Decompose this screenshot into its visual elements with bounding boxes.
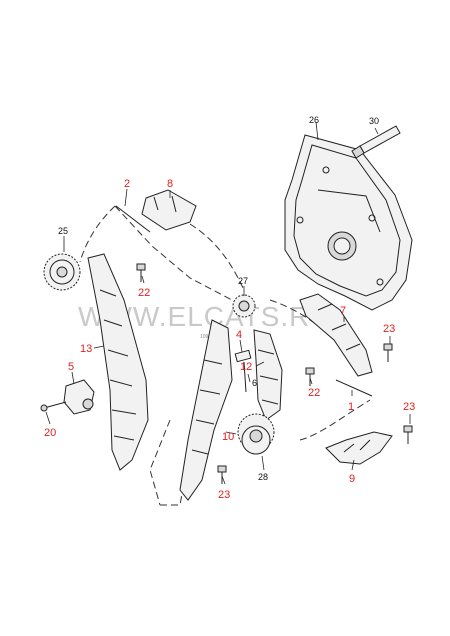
center-guide-rail — [179, 319, 233, 501]
chain-guide-block — [141, 189, 197, 231]
callout-12: 12 — [240, 361, 252, 373]
callout-10: 10 — [222, 431, 234, 443]
leader-lines — [45, 121, 411, 485]
callout-30: 30 — [369, 116, 379, 126]
callout-5: 5 — [68, 361, 74, 373]
upper-chain-segment — [115, 205, 151, 233]
tensioner-bolt — [40, 401, 67, 412]
bolt-lower-center — [217, 465, 227, 484]
callout-23-right-upper: 23 — [383, 323, 395, 335]
callout-23-right-lower: 23 — [403, 401, 415, 413]
callout-28: 28 — [258, 472, 268, 482]
crankshaft-sprocket — [237, 413, 275, 455]
bolt-center-right — [305, 367, 315, 386]
callout-2: 2 — [124, 178, 130, 190]
callout-25: 25 — [58, 226, 68, 236]
upper-right-guide-rail — [299, 293, 373, 377]
sealant-tube — [351, 125, 401, 159]
callout-labels: 2 8 25 22 13 5 20 27 4 6 12 10 28 23 22 … — [44, 115, 415, 501]
intermediate-sprocket — [232, 294, 256, 318]
callout-1: 1 — [348, 401, 354, 413]
camshaft-sprocket — [43, 253, 81, 291]
callout-23-lower: 23 — [218, 489, 230, 501]
callout-26: 26 — [309, 115, 319, 125]
callout-8: 8 — [167, 178, 173, 190]
callout-20: 20 — [44, 427, 56, 439]
right-guide-rail — [253, 329, 283, 421]
lower-tensioner-rail — [325, 431, 393, 465]
guide-pin — [234, 349, 252, 393]
tensioner-guide-rail — [87, 253, 149, 471]
callout-22-upper: 22 — [138, 287, 150, 299]
callout-9: 9 — [349, 473, 355, 485]
callout-4: 4 — [236, 329, 242, 341]
timing-cover-housing — [284, 134, 413, 311]
callout-6: 6 — [252, 378, 257, 388]
bolt-right-upper — [383, 343, 393, 362]
bolt-upper-left — [136, 263, 146, 282]
callout-7: 7 — [340, 305, 346, 317]
chain-tensioner — [63, 379, 95, 415]
bolt-right-lower — [403, 425, 413, 444]
lower-chain-segment — [335, 379, 373, 397]
callout-27: 27 — [238, 276, 248, 286]
callout-22-right: 22 — [308, 387, 320, 399]
callout-13: 13 — [80, 343, 92, 355]
